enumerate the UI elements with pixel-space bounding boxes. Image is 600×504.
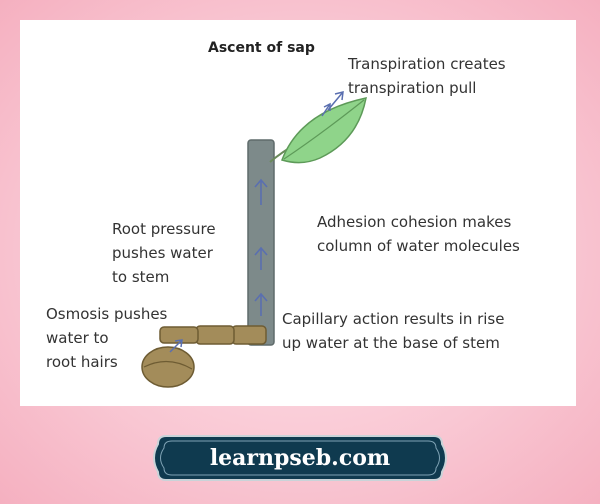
stem-arrow-3 [254,292,268,316]
capillary-action-label: Capillary action results in rise up wate… [282,310,505,352]
root-segment-1 [231,325,267,345]
transpiration-label: Transpiration creates transpiration pull [348,55,506,97]
stem-arrows [254,178,268,316]
ascent-of-sap-illustration [141,91,367,388]
transpiration-arrow-2 [321,102,331,117]
brand-name: learnpseb.com [209,445,391,471]
leaf-midrib [283,99,365,160]
stem-arrow-2 [254,246,268,270]
osmosis-arrow [169,339,183,353]
osmosis-label: Osmosis pushes water to root hairs [46,305,168,371]
diagram-panel: Ascent of sap Transpiration creates tran… [20,20,576,406]
root-segment-2 [195,325,235,345]
root-bulb [141,346,195,388]
root-bulb-fold [143,360,193,370]
transpiration-arrows [321,91,344,117]
banner-shape [153,435,447,481]
stem-arrow-1 [254,178,268,205]
brand-banner[interactable]: learnpseb.com [150,432,450,484]
diagram-title: Ascent of sap [208,40,315,56]
stem [247,139,275,346]
adhesion-cohesion-label: Adhesion cohesion makes column of water … [317,213,520,255]
root-pressure-label: Root pressure pushes water to stem [112,220,216,286]
